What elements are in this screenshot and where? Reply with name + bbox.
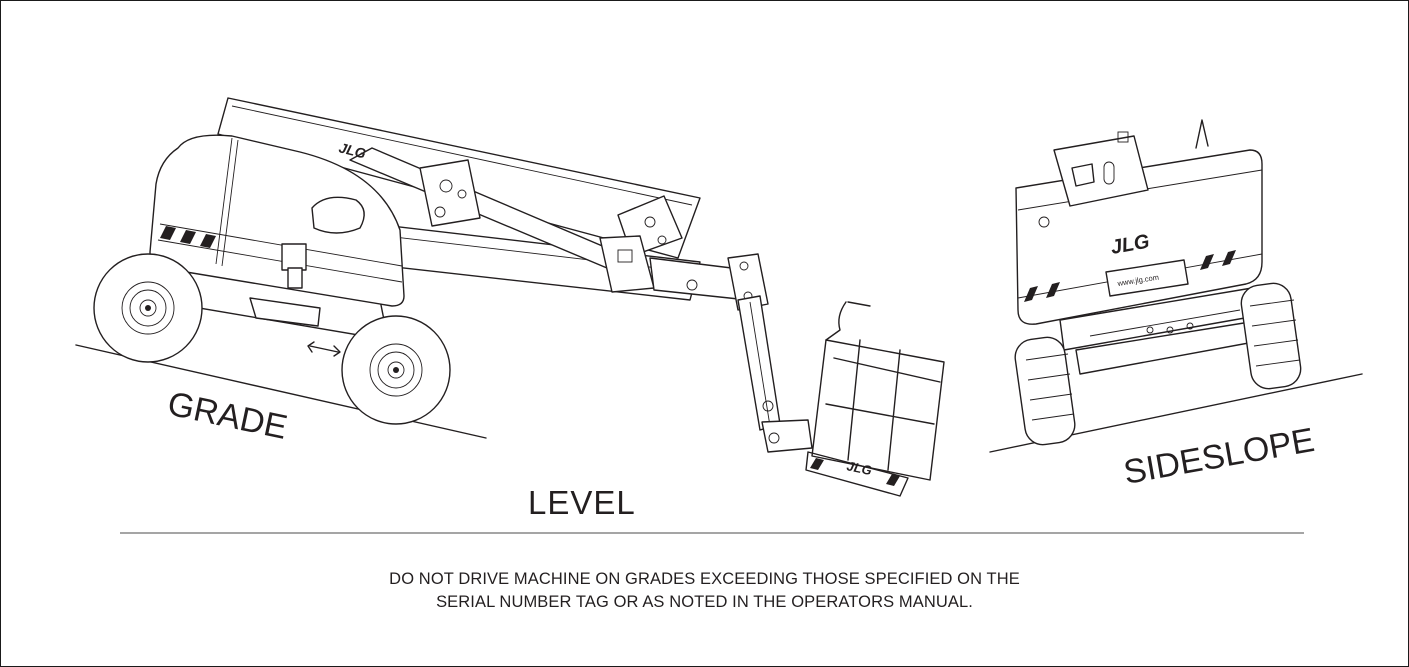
boom-assembly [217,97,813,453]
warning-line-1: DO NOT DRIVE MACHINE ON GRADES EXCEEDING… [389,570,1020,588]
platform-basket: JLG [805,301,945,497]
sideslope-illustration: JLG www.jlg.com [989,119,1363,492]
grade-label: GRADE [164,385,290,447]
warning-line-2: SERIAL NUMBER TAG OR AS NOTED IN THE OPE… [436,593,973,611]
sideslope-label: SIDESLOPE [1121,421,1317,492]
grade-illustration: JLG [75,97,945,497]
left-tire [1014,336,1076,446]
rear-wheel [93,253,203,363]
boom-logo: JLG [337,139,367,161]
turntable-body: JLG [149,134,405,307]
basket-logo: JLG [845,458,873,478]
level-label: LEVEL [528,484,636,521]
drive-direction-arrow [307,341,341,357]
hazard-stripes [160,226,216,248]
rear-hazard-stripes [1024,250,1236,302]
front-wheel [341,315,451,425]
right-tire [1240,282,1302,390]
rear-body: JLG www.jlg.com [1015,119,1263,325]
warning-text: DO NOT DRIVE MACHINE ON GRADES EXCEEDING… [0,568,1409,614]
